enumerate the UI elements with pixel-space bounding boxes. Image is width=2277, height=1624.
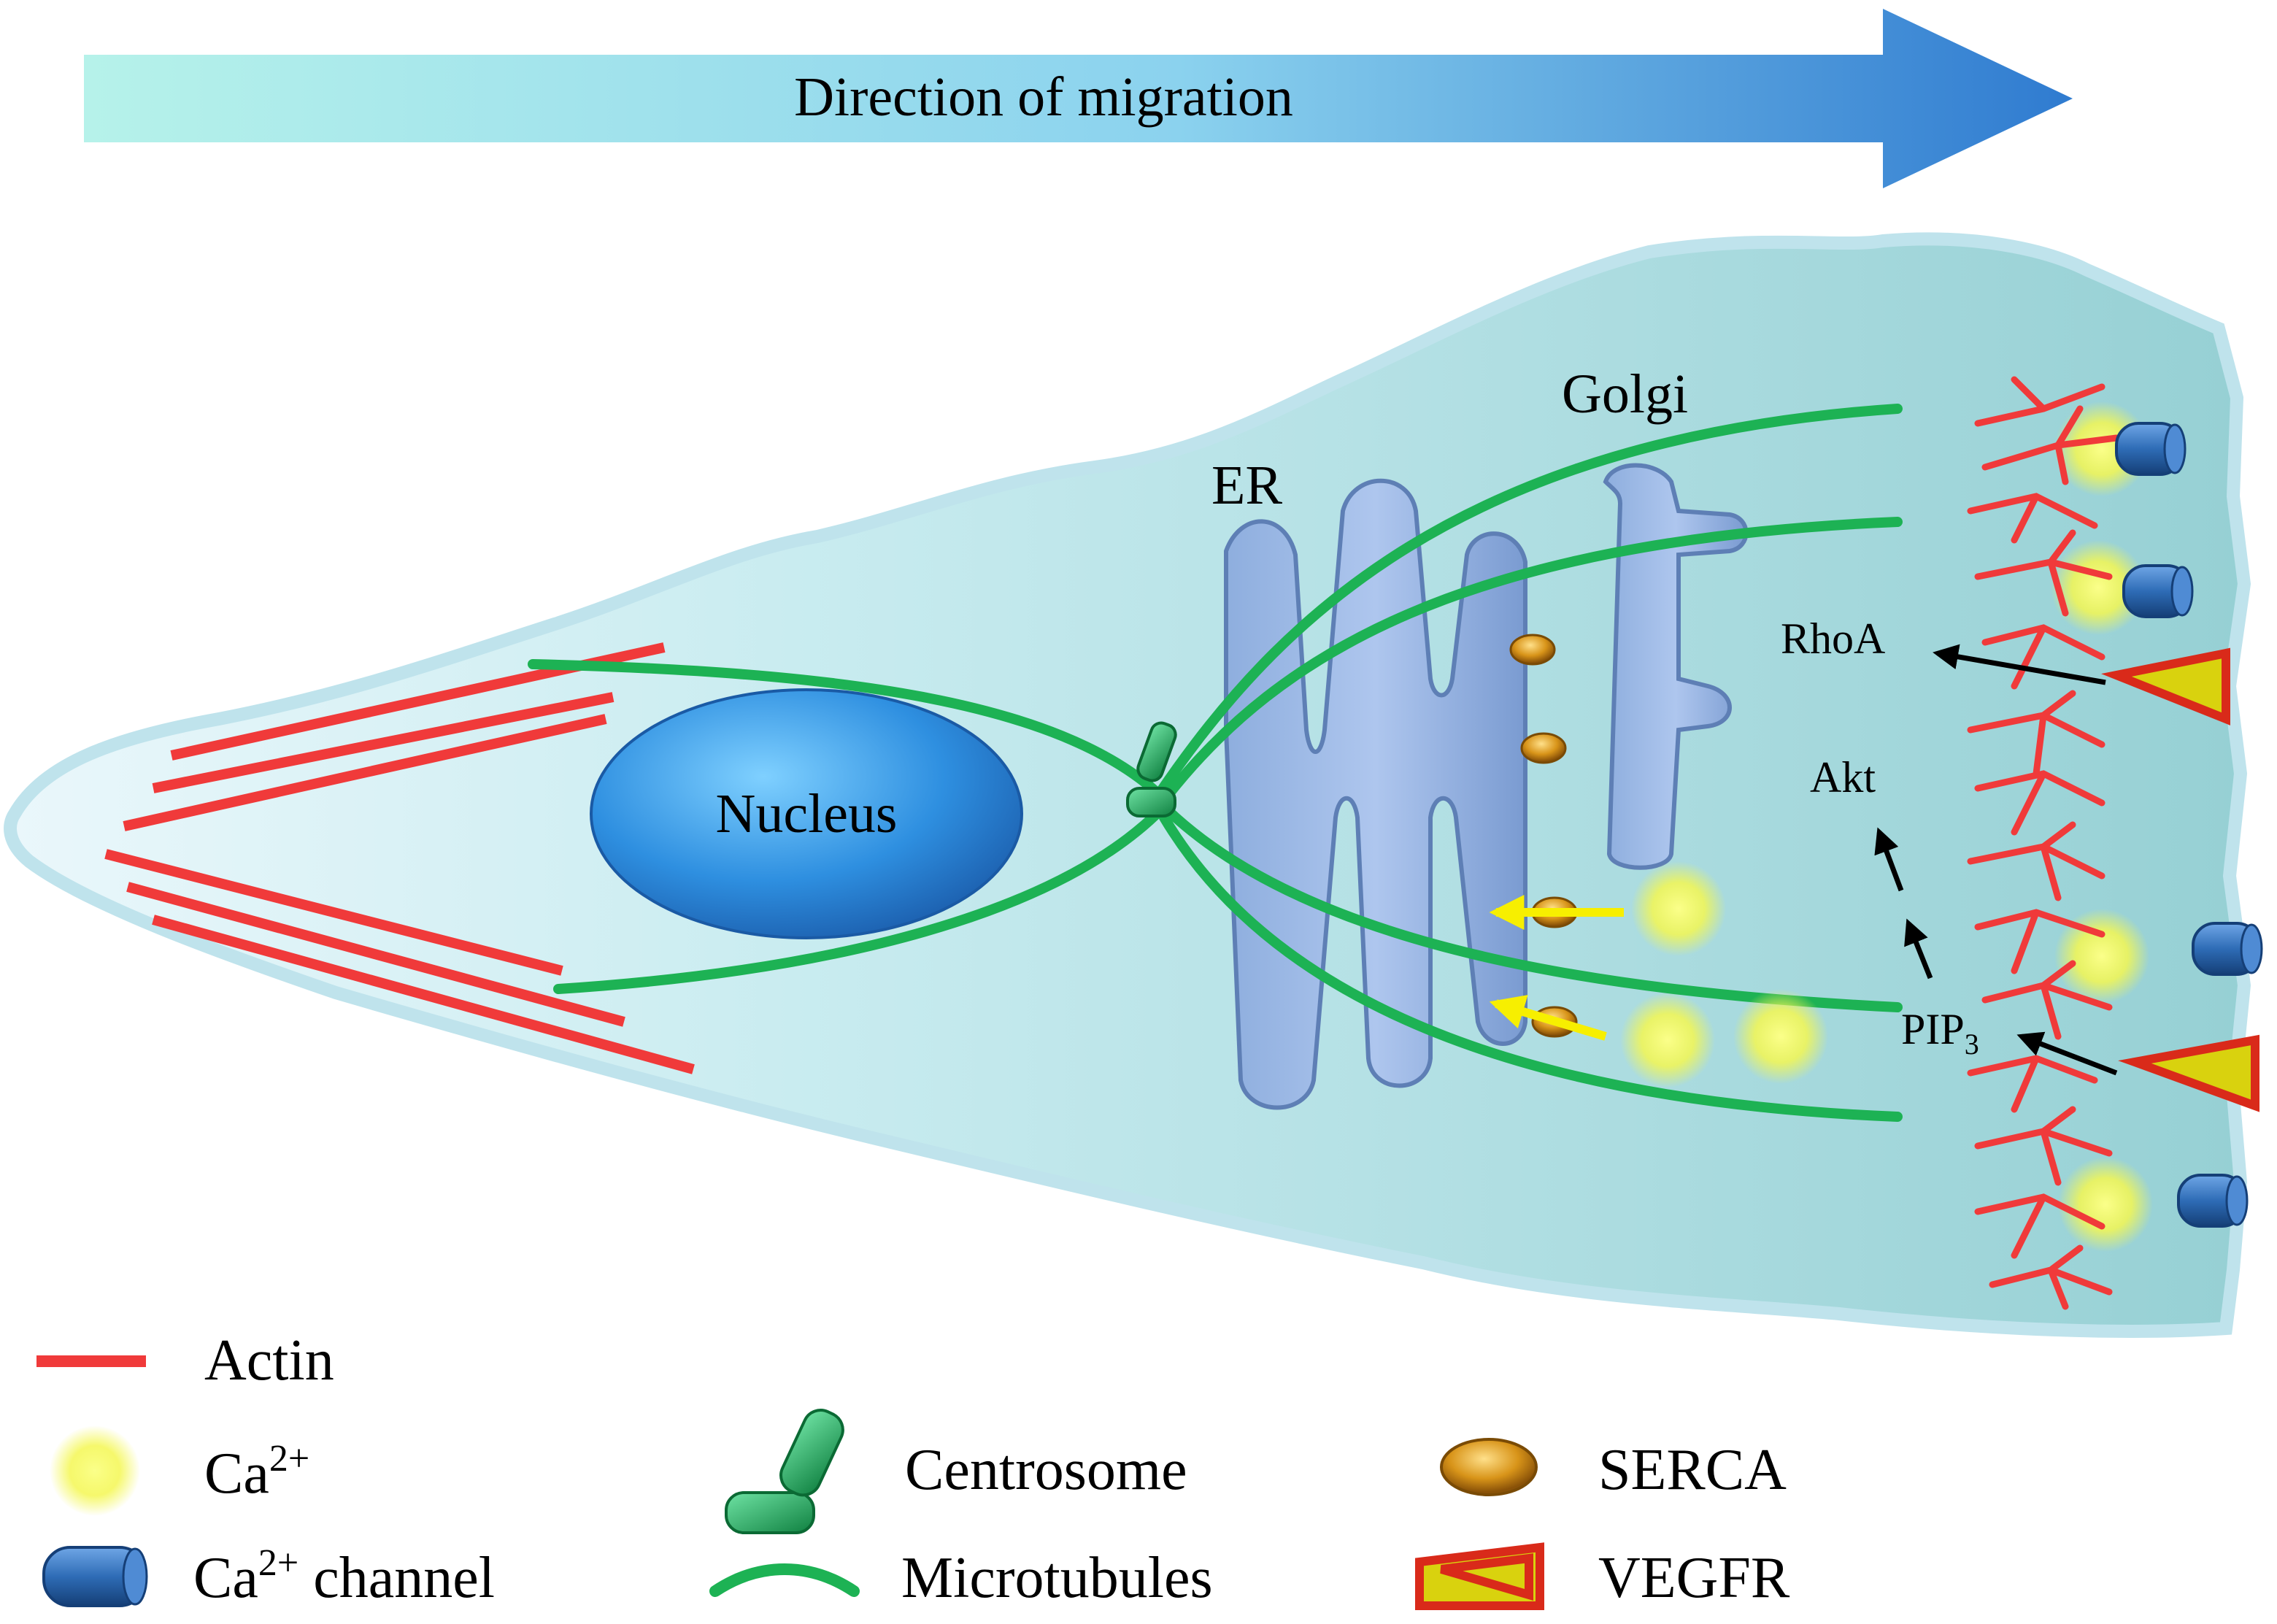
legend-vegfr-label: VEGFR (1598, 1546, 1790, 1610)
cell-body (4, 232, 2251, 1338)
calcium-glow (2054, 909, 2149, 1004)
microtubule (528, 659, 1166, 801)
legend-calcium-label: Ca2+ (204, 1438, 309, 1506)
legend-microtubule-label: Microtubules (901, 1546, 1213, 1610)
nucleus: Nucleus (590, 688, 1023, 939)
actin-fiber (123, 714, 607, 831)
migration-direction-label: Direction of migration (794, 66, 1293, 128)
serca-pump (1520, 732, 1567, 764)
microtubule (1163, 517, 1903, 801)
microtubule (1155, 404, 1903, 797)
calcium-channel (2192, 922, 2263, 976)
actin-branch (1967, 1055, 2113, 1186)
calcium-glow (1733, 989, 1828, 1084)
akt-label: Akt (1810, 753, 1876, 801)
actin-branch (1967, 770, 2105, 901)
golgi-apparatus: Golgi (1562, 363, 1749, 870)
actin-branch (1967, 624, 2105, 777)
uptake-arrow (1489, 995, 1607, 1041)
legend-channel-swatch (42, 1546, 148, 1607)
actin-fiber (104, 849, 563, 976)
legend: Actin Ca2+ Ca2+ channel Centrosome Micro… (36, 1328, 1790, 1610)
leading-edge-actin (1967, 376, 2120, 1310)
vegfr-receptor (2101, 647, 2230, 726)
legend-centrosome-swatch (725, 1409, 844, 1534)
calcium-channel (2115, 422, 2187, 476)
actin-branch (1974, 909, 2113, 1040)
serca-pump (1509, 634, 1556, 666)
vegfr-to-rhoa-arrow (1933, 644, 2106, 685)
actin-fiber (152, 915, 695, 1074)
legend-vegfr-swatch (1415, 1542, 1544, 1610)
legend-serca-label: SERCA (1598, 1438, 1787, 1502)
legend-calcium-swatch (50, 1425, 140, 1516)
pip3-label: PIP3 (1901, 1005, 1979, 1061)
calcium-channel (2122, 564, 2194, 618)
rhoa-label: RhoA (1781, 615, 1885, 663)
vegfr-to-pip3-arrow (2016, 1031, 2118, 1076)
actin-branch (1974, 1193, 2113, 1310)
microtubule (1159, 812, 1903, 1122)
legend-actin-label: Actin (204, 1328, 334, 1393)
legend-serca-swatch (1440, 1438, 1538, 1496)
legend-centrosome-label: Centrosome (905, 1438, 1187, 1502)
nucleus-label: Nucleus (715, 783, 897, 844)
calcium-uptake-arrows (1489, 895, 1624, 1041)
golgi-label: Golgi (1562, 363, 1688, 425)
actin-branch (1967, 493, 2113, 617)
calcium-glow (1631, 861, 1726, 956)
vegfr-receptor (2118, 1034, 2259, 1112)
legend-microtubule-swatch (709, 1563, 860, 1597)
calcium-glow (2051, 540, 2146, 635)
microtubule (553, 805, 1166, 994)
vegfr-receptors (2101, 647, 2259, 1112)
signaling-arrows (1874, 644, 2118, 1076)
calcium-glow (2058, 1157, 2153, 1252)
calcium-glow (1620, 993, 1715, 1088)
endoplasmic-reticulum: ER (1211, 455, 1527, 1110)
migration-direction-arrow: Direction of migration (84, 9, 2073, 188)
legend-channel-label: Ca2+ channel (193, 1542, 495, 1610)
calcium-glow (2054, 401, 2149, 496)
calcium-channels (2115, 422, 2263, 1228)
actin-fiber (152, 692, 614, 793)
calcium-channel (2177, 1174, 2249, 1228)
calcium-ions (1620, 401, 2153, 1252)
centrosome (1126, 721, 1177, 817)
er-label: ER (1211, 455, 1282, 516)
actin-fiber (126, 882, 625, 1027)
pip3-to-akt-arrow-upper (1874, 827, 1904, 892)
pip3-to-akt-arrow-lower (1904, 918, 1933, 980)
actin-branch (1974, 376, 2120, 485)
